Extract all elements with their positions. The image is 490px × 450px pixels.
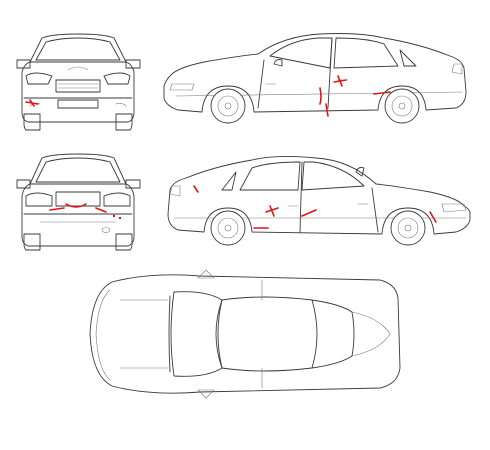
- damage-mark: [319, 87, 322, 105]
- damage-mark: [193, 185, 199, 193]
- damage-mark: [333, 75, 347, 87]
- top-view: [89, 269, 401, 399]
- rear-view: [16, 153, 141, 251]
- damage-mark: [373, 91, 391, 95]
- damage-mark: [25, 99, 39, 107]
- damage-mark: [49, 207, 65, 211]
- damage-mark: [301, 209, 317, 217]
- damage-mark: [95, 207, 107, 213]
- damage-marks: [25, 75, 437, 229]
- damage-mark: [429, 211, 437, 223]
- left-side-view: [167, 155, 471, 246]
- front-view: [16, 33, 141, 131]
- damage-mark: [325, 103, 329, 117]
- damage-mark: [265, 205, 279, 217]
- damage-mark: [65, 203, 87, 208]
- right-side-view: [163, 33, 467, 124]
- damage-dot: [118, 216, 122, 220]
- damage-dot: [112, 214, 116, 218]
